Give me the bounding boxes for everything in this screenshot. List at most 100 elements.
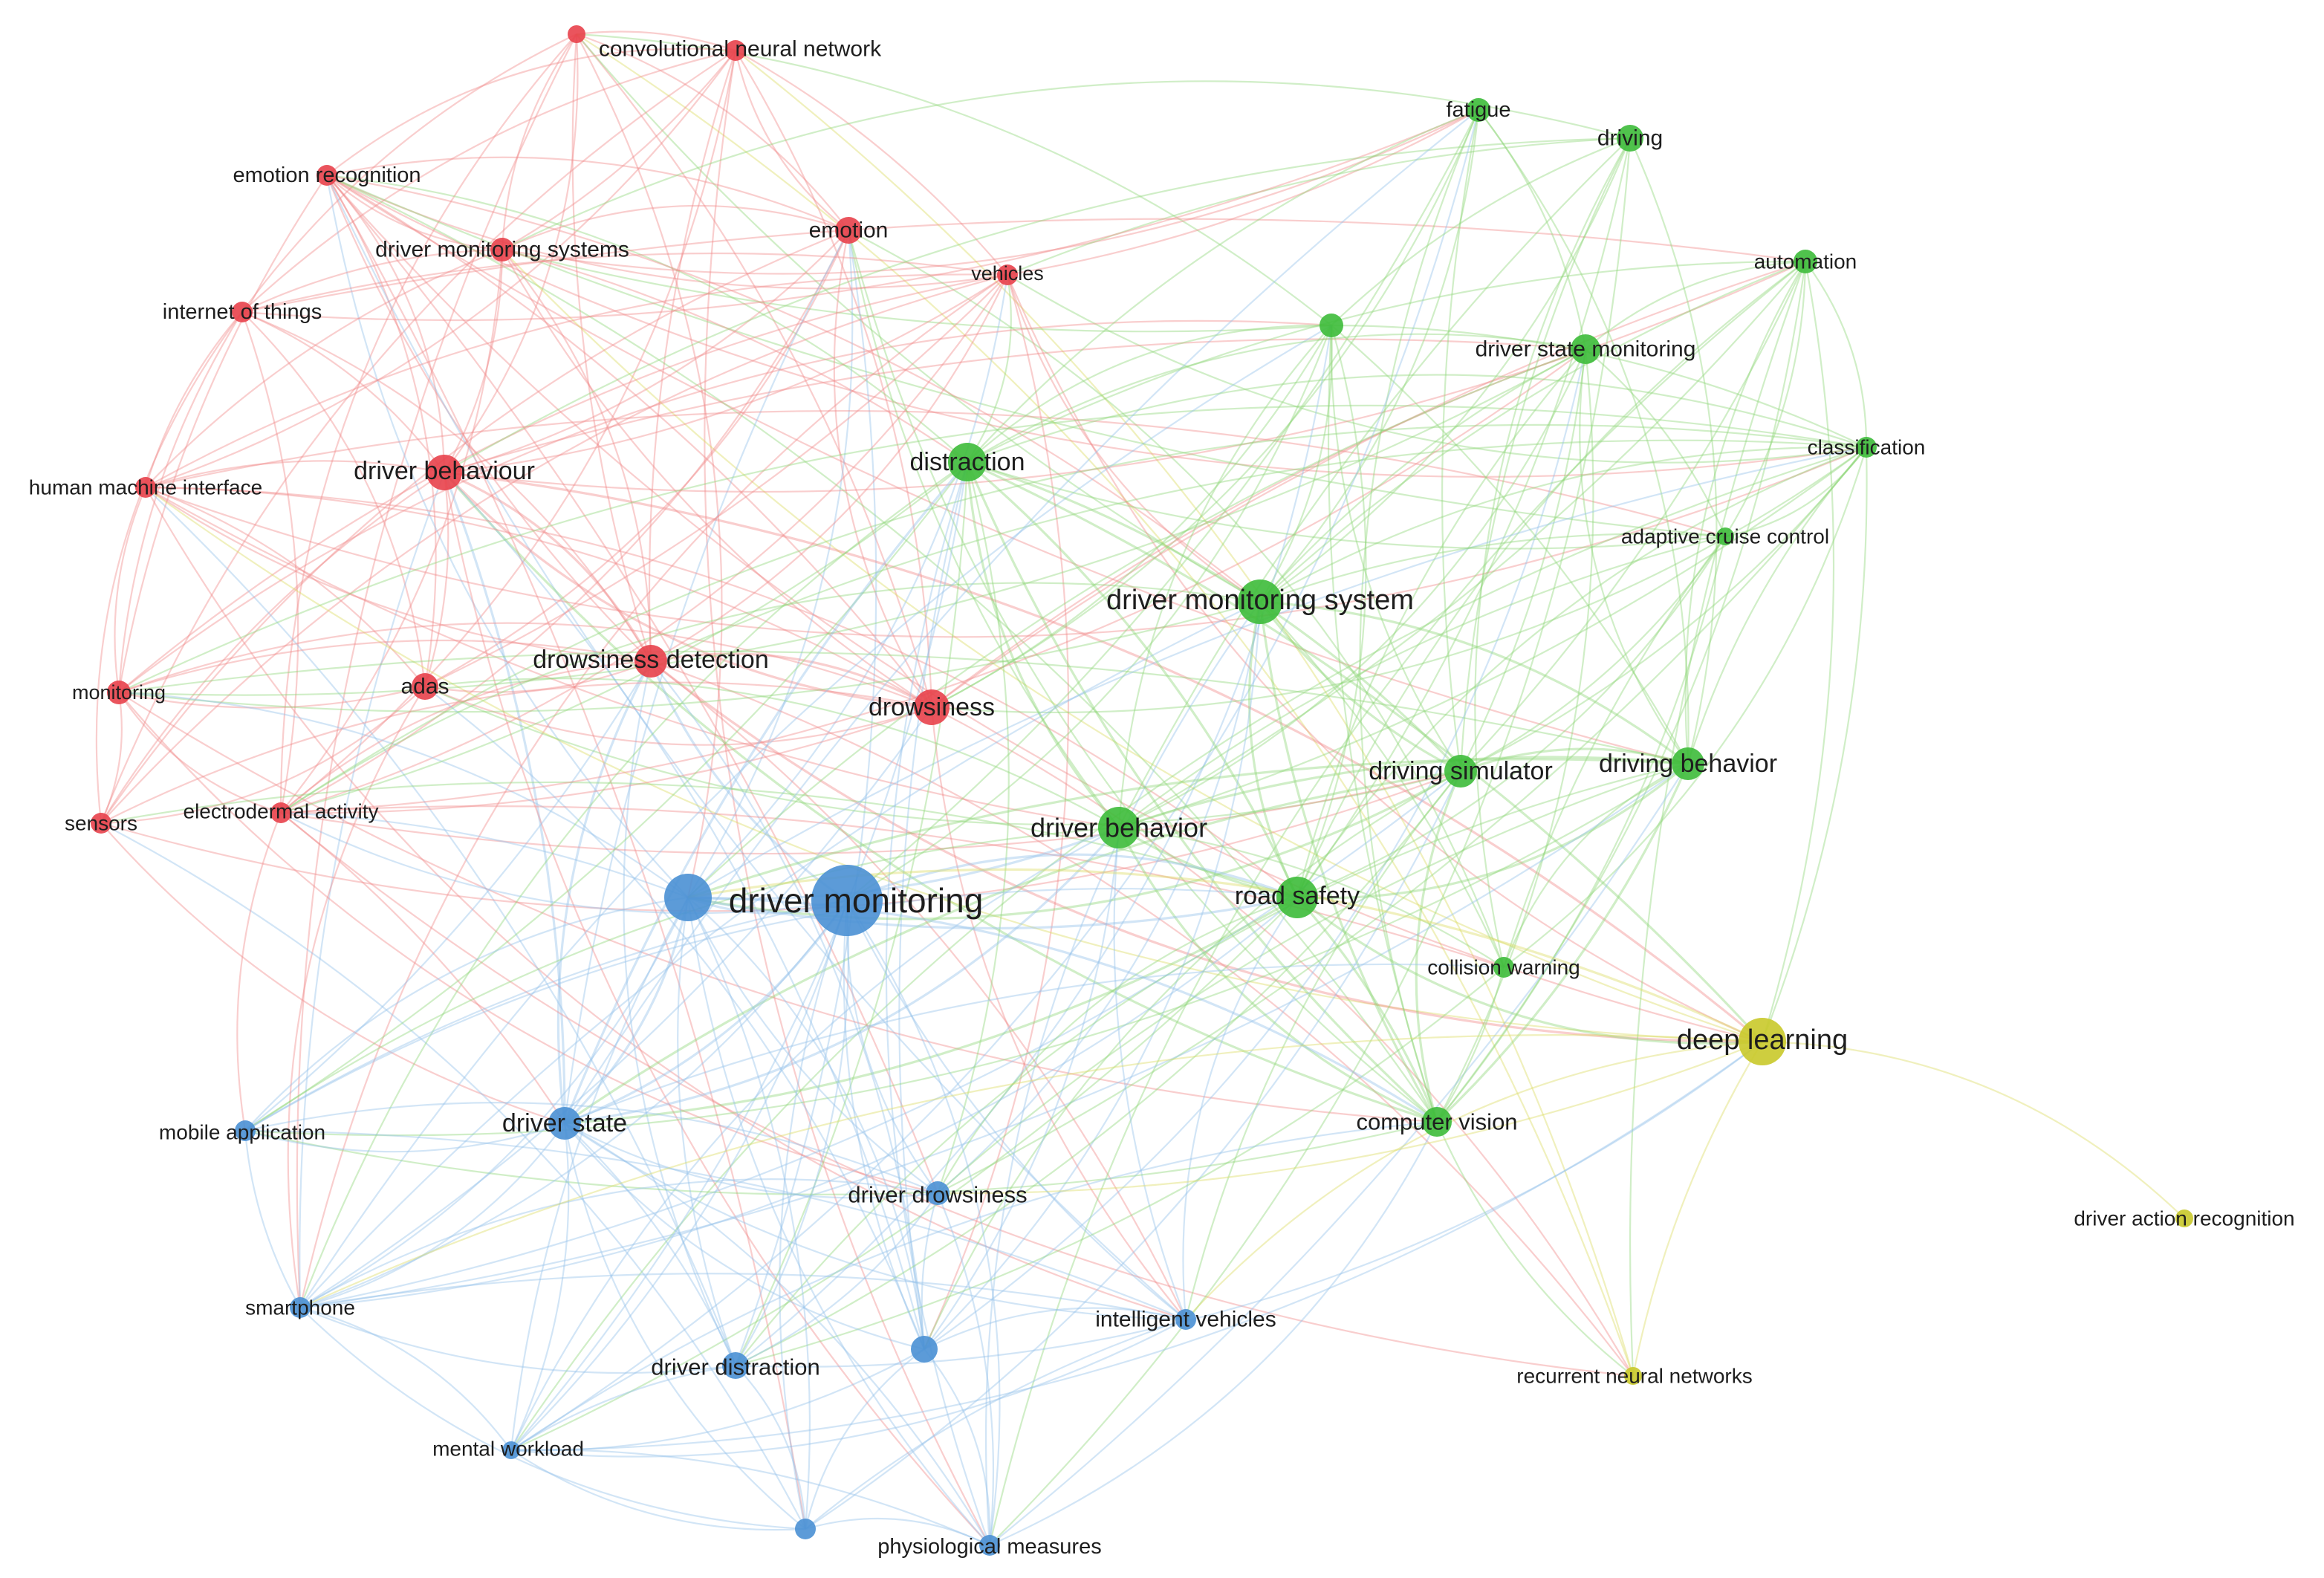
network-edge [326,175,446,473]
network-edge [687,770,1461,920]
network-edge [241,248,503,313]
node-deep-learning[interactable] [1739,1018,1786,1065]
network-edge [145,446,1867,638]
network-edge [1184,770,1461,1320]
network-edge [326,175,437,687]
node-driver-monitoring-b[interactable] [664,874,712,921]
node-computer-vision[interactable] [1422,1107,1452,1137]
node-blue-bottom[interactable] [795,1519,816,1539]
network-edge [424,678,1120,828]
network-edge [1503,447,1868,968]
node-driver-distraction[interactable] [722,1352,749,1379]
node-cnn[interactable] [568,25,585,43]
network-edge [563,1123,806,1530]
network-edge [444,230,849,474]
node-monitoring[interactable] [107,681,131,704]
node-driving-simulator[interactable] [1444,755,1477,788]
network-edge [118,600,1261,713]
network-edge [779,900,848,1530]
label-mobile-application: mobile application [159,1121,325,1144]
node-fatigue[interactable] [1467,98,1490,122]
network-edge [444,471,1764,1043]
network-edge [244,826,1120,1131]
network-edge [1761,447,1868,1042]
node-driver-behaviour[interactable] [426,455,462,490]
node-hmi[interactable] [135,477,156,498]
node-driver-state[interactable] [548,1107,581,1140]
network-edge [280,812,565,1124]
network-edge [299,1273,1187,1321]
node-drowsiness[interactable] [914,689,950,725]
node-green-unlabeled[interactable] [1320,314,1343,337]
network-edge [924,827,1120,1350]
network-edge [967,260,1806,463]
label-automation: automation [1754,250,1857,273]
label-rnn: recurrent neural networks [1516,1365,1752,1388]
label-physiological: physiological measures [877,1535,1101,1559]
network-edge [100,50,736,824]
node-classification[interactable] [1856,437,1877,458]
network-edge [1259,533,1726,603]
node-driver-drowsiness[interactable] [926,1181,950,1205]
node-iot[interactable] [232,302,253,322]
network-edge [244,896,689,1131]
network-edge [444,471,652,662]
network-edge [118,404,1867,693]
node-rnn[interactable] [1624,1367,1642,1385]
network-edge [326,48,736,176]
node-driver-monitoring[interactable] [811,865,883,936]
network-edge [280,230,849,814]
node-dms-systems[interactable] [490,238,514,262]
network-edge [735,1365,807,1530]
node-acc[interactable] [1716,527,1734,545]
network-edge [1006,274,1261,603]
node-driver-state-monitoring[interactable] [1571,334,1600,364]
network-edge [805,770,1461,1530]
node-dms[interactable] [1238,579,1282,624]
network-edge [299,1178,938,1308]
network-edge [241,252,1008,314]
node-sensors[interactable] [91,813,111,834]
node-automation[interactable] [1794,250,1817,273]
node-physiological[interactable] [979,1535,1000,1556]
network-edge [1296,261,1806,898]
network-edge [280,582,1261,814]
network-edge [424,685,932,746]
node-emotion-recognition[interactable] [317,165,337,186]
label-iot: internet of things [163,300,322,324]
node-road-safety[interactable] [1276,877,1318,918]
node-cnn2[interactable] [725,40,746,61]
node-driving-behavior[interactable] [1672,747,1704,780]
network-edge [241,311,426,687]
network-edge [1724,447,1867,538]
network-edge [280,50,737,814]
node-drowsiness-detection[interactable] [634,645,667,678]
node-distraction[interactable] [948,443,987,481]
node-mental-workload[interactable] [502,1441,520,1459]
network-edge [1259,109,1480,603]
node-driving[interactable] [1617,125,1643,152]
node-adas[interactable] [412,673,438,700]
node-blue-unlabeled[interactable] [911,1336,938,1363]
network-edge [424,685,1461,826]
network-edge [984,601,1261,1546]
node-mobile-application[interactable] [235,1120,256,1141]
node-emotion[interactable] [835,217,862,244]
network-edge [564,1123,925,1351]
node-collision-warning[interactable] [1493,957,1514,978]
node-driver-action-recognition[interactable] [2175,1210,2193,1227]
node-driver-behavior[interactable] [1098,807,1140,848]
node-vehicles[interactable] [997,264,1018,285]
node-intelligent-vehicles[interactable] [1175,1309,1196,1330]
network-edge [1007,137,1631,276]
network-edge [510,1348,925,1452]
node-electrodermal[interactable] [270,802,291,823]
network-edge [510,109,1480,1451]
network-edge [100,472,445,824]
network-edge [687,896,1298,930]
network-edge [118,692,282,814]
node-smartphone[interactable] [290,1297,311,1318]
network-edge [100,822,565,1125]
network-edge [280,348,1586,814]
network-edge [326,175,1438,1123]
